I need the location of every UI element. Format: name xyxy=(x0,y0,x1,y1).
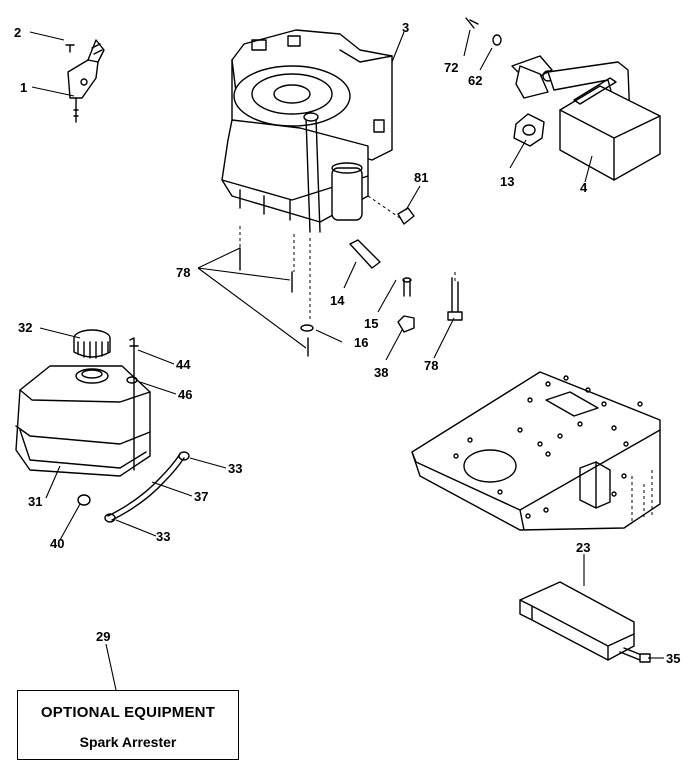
throttle-control xyxy=(65,39,105,123)
engine xyxy=(221,29,393,233)
callout-23: 23 xyxy=(576,540,590,555)
callout-3: 3 xyxy=(402,20,409,35)
callout-44: 44 xyxy=(176,357,191,372)
callout-40: 40 xyxy=(50,536,64,551)
callout-1: 1 xyxy=(20,80,27,95)
callout-16: 16 xyxy=(354,335,368,350)
optional-equipment-box: OPTIONAL EQUIPMENT Spark Arrester xyxy=(17,690,239,760)
leader-lines xyxy=(29,29,664,691)
optional-equipment-title: OPTIONAL EQUIPMENT xyxy=(40,704,216,721)
callout-38: 38 xyxy=(374,365,388,380)
callout-32: 32 xyxy=(18,320,32,335)
callouts: 2 1 3 72 62 13 4 81 78 14 15 16 38 78 32… xyxy=(14,20,680,666)
callout-4: 4 xyxy=(580,180,588,195)
callout-29: 29 xyxy=(96,629,110,644)
hardware xyxy=(239,195,463,357)
callout-13: 13 xyxy=(500,174,514,189)
muffler xyxy=(465,17,661,181)
callout-78-left: 78 xyxy=(176,265,190,280)
callout-37: 37 xyxy=(194,489,208,504)
callout-14: 14 xyxy=(330,293,345,308)
frame-holes xyxy=(453,375,643,519)
callout-33-bottom: 33 xyxy=(156,529,170,544)
callout-62: 62 xyxy=(468,73,482,88)
callout-2: 2 xyxy=(14,25,21,40)
callout-35: 35 xyxy=(666,651,680,666)
callout-15: 15 xyxy=(364,316,378,331)
callout-72: 72 xyxy=(444,60,458,75)
callout-46: 46 xyxy=(178,387,192,402)
spark-arrester-label: Spark Arrester xyxy=(79,734,177,750)
callout-81: 81 xyxy=(414,170,428,185)
fuel-tank xyxy=(15,329,190,523)
callout-31: 31 xyxy=(28,494,42,509)
callout-78-right: 78 xyxy=(424,358,438,373)
cover-bracket xyxy=(519,581,651,663)
callout-33-top: 33 xyxy=(228,461,242,476)
frame-plate xyxy=(411,371,661,531)
